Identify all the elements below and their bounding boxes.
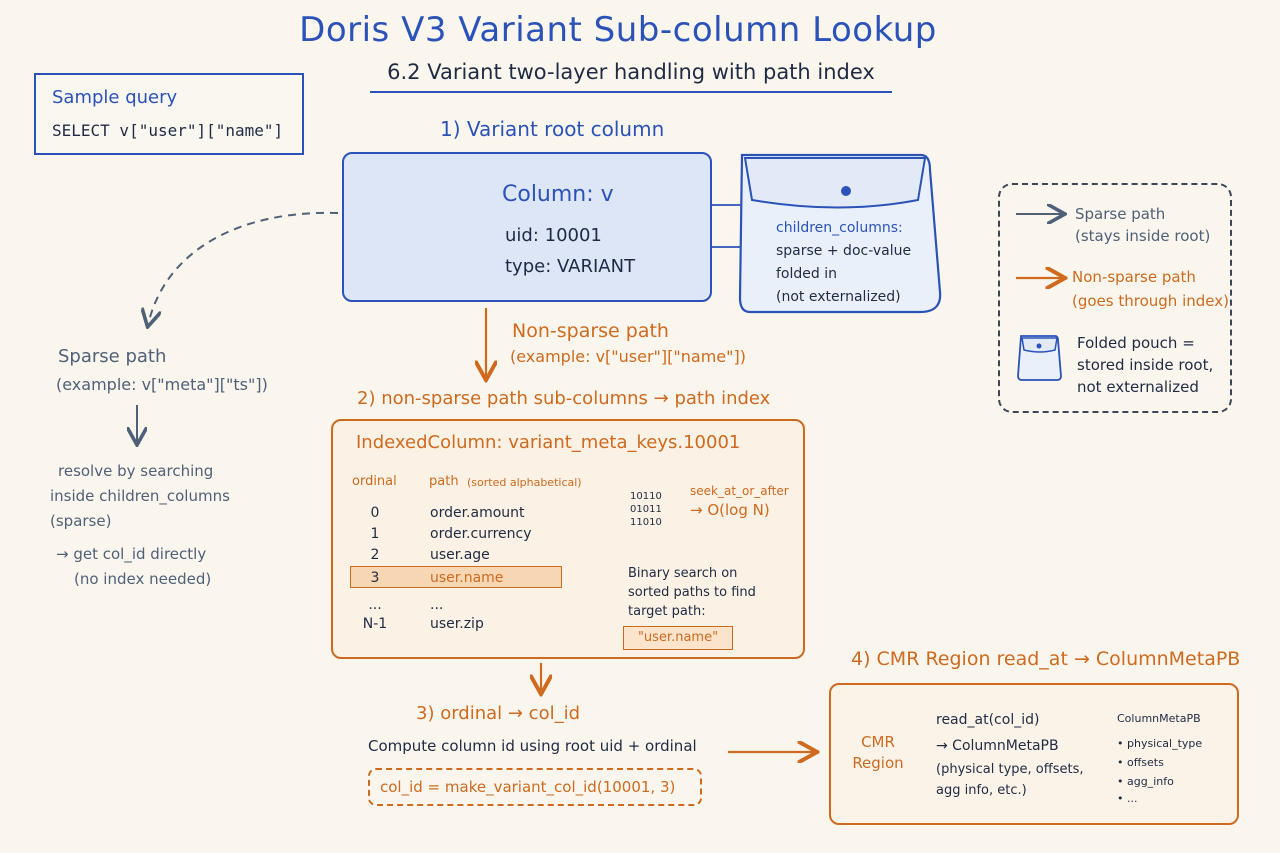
- pouch-line: folded in: [776, 266, 837, 282]
- legend-pouch-line: Folded pouch =: [1077, 334, 1195, 352]
- legend-sparse-note: (stays inside root): [1075, 227, 1211, 245]
- row-ordinal: 0: [370, 505, 380, 521]
- cmr-region-box: [829, 683, 1239, 825]
- cmr-label: Region: [852, 754, 904, 772]
- legend-box: [998, 183, 1232, 413]
- legend-sparse-label: Sparse path: [1075, 205, 1166, 223]
- row-path: order.amount: [430, 505, 525, 521]
- sparse-resolve-line: (sparse): [50, 512, 112, 530]
- sample-query-box: Sample query SELECT v["user"]["name"]: [34, 73, 304, 155]
- indexed-column-title: IndexedColumn: variant_meta_keys.10001: [356, 432, 741, 453]
- section3-label: 3) ordinal → col_id: [416, 703, 581, 724]
- section3-description: Compute column id using root uid + ordin…: [368, 737, 697, 755]
- seek-complexity: → O(log N): [690, 501, 770, 519]
- path-column-header: path: [429, 474, 459, 489]
- sparse-resolve-line: inside children_columns: [50, 487, 230, 505]
- columnmetapb-item: • ...: [1117, 792, 1138, 805]
- column-type: type: VARIANT: [505, 256, 636, 277]
- legend-pouch-line: not externalized: [1077, 378, 1199, 396]
- non-sparse-path-example: (example: v["user"]["name"]): [510, 347, 746, 366]
- page-subtitle: 6.2 Variant two-layer handling with path…: [387, 60, 875, 84]
- binary-search-line: sorted paths to find: [628, 585, 756, 600]
- pouch-icon: [738, 153, 942, 314]
- row-path: user.zip: [430, 616, 484, 632]
- row-ordinal: 1: [370, 526, 380, 542]
- columnmetapb-item: • offsets: [1117, 756, 1164, 769]
- path-index-box: [331, 419, 805, 659]
- sample-query-title: Sample query: [52, 87, 178, 108]
- bits-line: 01011: [630, 504, 662, 515]
- row-path: ...: [430, 597, 444, 613]
- cmr-label: CMR: [861, 733, 895, 751]
- row-path: user.name: [430, 570, 504, 586]
- non-sparse-path-label: Non-sparse path: [512, 320, 669, 342]
- row-ordinal: 3: [370, 570, 380, 586]
- page-title: Doris V3 Variant Sub-column Lookup: [299, 10, 937, 50]
- legend-pouch-line: stored inside root,: [1077, 356, 1214, 374]
- path-column-note: (sorted alphabetical): [467, 476, 582, 489]
- seek-label: seek_at_or_after: [690, 484, 789, 498]
- sample-query-text: SELECT v["user"]["name"]: [52, 121, 284, 140]
- legend-pouch-icon: [1017, 335, 1062, 381]
- columnmetapb-item: • physical_type: [1117, 737, 1203, 750]
- pouch-title: children_columns:: [776, 220, 903, 236]
- row-ordinal: ...: [368, 597, 382, 613]
- row-ordinal: N-1: [362, 616, 388, 632]
- sparse-resolve-line: resolve by searching: [58, 462, 214, 480]
- section1-label: 1) Variant root column: [440, 117, 665, 141]
- pouch-line: (not externalized): [776, 289, 901, 305]
- pouch-line: sparse + doc-value: [776, 243, 912, 259]
- variant-root-box: [342, 152, 712, 302]
- column-title: Column: v: [502, 182, 614, 207]
- legend-non-sparse-label: Non-sparse path: [1072, 268, 1196, 286]
- read-at-line: (physical type, offsets,: [936, 762, 1084, 777]
- read-at-line: → ColumnMetaPB: [936, 738, 1059, 754]
- col-id-formula: col_id = make_variant_col_id(10001, 3): [380, 778, 676, 796]
- col-id-formula-box: [368, 768, 702, 806]
- highlighted-row: [350, 566, 562, 588]
- columnmetapb-item: • agg_info: [1117, 775, 1174, 788]
- row-path: user.age: [430, 547, 490, 563]
- binary-search-line: Binary search on: [628, 566, 738, 581]
- read-at-line: read_at(col_id): [936, 712, 1040, 728]
- sparse-result-line: (no index needed): [74, 570, 212, 588]
- binary-search-line: target path:: [628, 604, 706, 619]
- bits-line: 10110: [630, 491, 662, 502]
- sparse-curve-arrow: [148, 211, 339, 325]
- column-uid: uid: 10001: [505, 225, 602, 246]
- row-path: order.currency: [430, 526, 532, 542]
- read-at-line: agg info, etc.): [936, 783, 1027, 798]
- sparse-path-title: Sparse path: [58, 346, 167, 367]
- target-path-badge: "user.name": [623, 626, 733, 650]
- legend-non-sparse-note: (goes through index): [1072, 292, 1229, 310]
- subtitle-underline: [370, 91, 892, 93]
- row-ordinal: 2: [370, 547, 380, 563]
- columnmetapb-title: ColumnMetaPB: [1117, 712, 1201, 725]
- section2-label: 2) non-sparse path sub-columns → path in…: [357, 388, 771, 409]
- section4-label: 4) CMR Region read_at → ColumnMetaPB: [851, 648, 1241, 670]
- ordinal-column-header: ordinal: [352, 474, 397, 489]
- sparse-path-example: (example: v["meta"]["ts"]): [56, 375, 268, 394]
- bits-line: 11010: [630, 517, 662, 528]
- sparse-result-line: → get col_id directly: [56, 545, 207, 563]
